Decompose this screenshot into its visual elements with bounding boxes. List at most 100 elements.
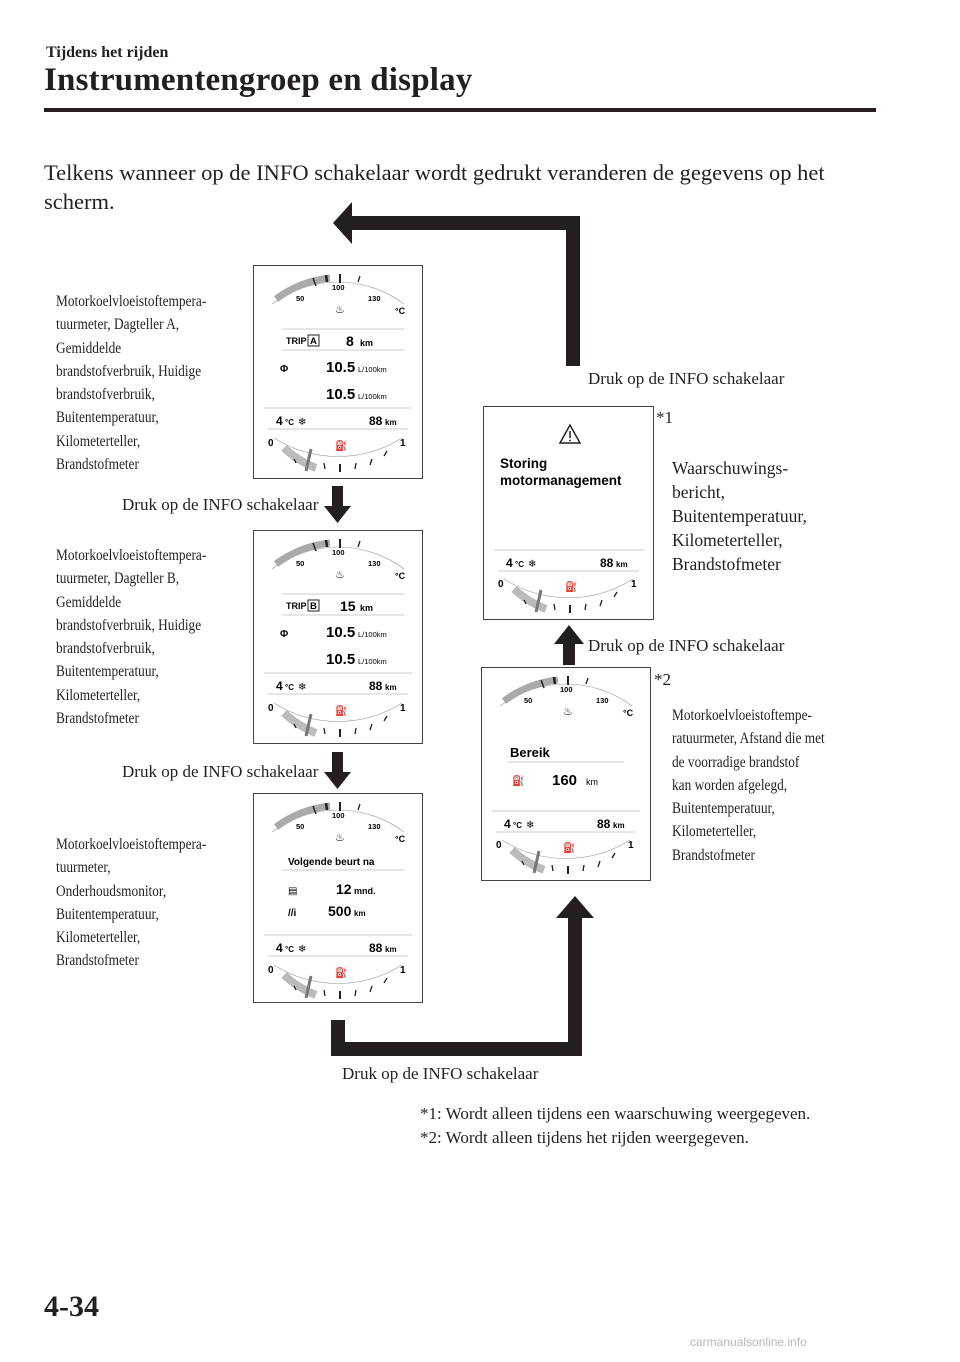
months-unit: mnd.	[354, 886, 376, 896]
desc-line: Motorkoelvloeistoftempera-	[56, 293, 207, 310]
desc-line: Kilometerteller,	[56, 432, 141, 450]
desc-line: Kilometerteller,	[672, 530, 783, 550]
fuel-pump-icon: ⛽	[565, 580, 577, 593]
fuel-empty: 0	[268, 965, 274, 976]
outside-temp-unit: °C	[285, 418, 294, 427]
fuel-pump-icon: ⛽	[512, 774, 524, 787]
desc-line: Waarschuwings-	[672, 458, 789, 478]
odometer-unit: km	[385, 945, 397, 954]
fuel-pump-icon: ⛽	[563, 841, 575, 854]
desc-line: brandstofverbruik, Huidige	[56, 362, 202, 380]
page-title: Instrumentengroep en display	[44, 62, 473, 98]
footnote-1: *1: Wordt alleen tijdens een waarschuwin…	[420, 1104, 811, 1123]
cur-value: 10.5	[326, 386, 355, 403]
press-label-bottom: Druk op de INFO schakelaar	[342, 1064, 539, 1083]
snow-icon: ❄	[298, 944, 306, 955]
desc-line: Brandstofmeter	[56, 710, 139, 728]
desc-line: Motorkoelvloeistoftempera-	[56, 547, 207, 564]
trip-letter: B	[310, 601, 317, 612]
display-range: 50 100 130 °C ♨ Bereik ⛽ 160 km 4 °C ❄ 8…	[481, 667, 651, 881]
fuel-gauge: 0 1 ⛽	[268, 437, 406, 472]
title-rule	[44, 108, 876, 112]
tick-100: 100	[332, 811, 345, 820]
fuel-gauge: 0 1 ⛽	[496, 839, 634, 874]
desc-line: kan worden afgelegd,	[672, 776, 788, 794]
desc-line: brandstofverbruik, Huidige	[56, 616, 202, 634]
snow-icon: ❄	[298, 682, 306, 693]
fuel-empty: 0	[268, 438, 274, 449]
desc-line: Kilometerteller,	[56, 686, 141, 704]
road-icon: //i	[288, 908, 297, 919]
odometer: 88	[369, 679, 383, 693]
fuel-empty: 0	[496, 840, 502, 851]
fuel-gauge: 0 1 ⛽	[268, 702, 406, 737]
tick-130: 130	[596, 696, 609, 705]
desc-line: Motorkoelvloeistoftempera-	[56, 836, 207, 853]
tick-130: 130	[368, 294, 381, 303]
desc-trip-b: Motorkoelvloeistoftempera-tuurmeter, Dag…	[56, 544, 206, 730]
fuel-pump-icon: ⛽	[335, 704, 347, 717]
odometer: 88	[597, 817, 611, 831]
avg-icon: Φ	[280, 364, 288, 375]
desc-line: tuurmeter, Dagteller A,	[56, 316, 180, 334]
arrow-r-w-shaft	[563, 642, 575, 665]
desc-line: Kilometerteller,	[672, 823, 757, 841]
fuel-empty: 0	[268, 703, 274, 714]
intro-text: Telkens wanneer op de INFO schakelaar wo…	[44, 160, 825, 214]
press-label-b-c: Druk op de INFO schakelaar	[122, 762, 319, 781]
trip-unit: km	[360, 603, 373, 613]
trip-label: TRIP	[286, 601, 307, 611]
coolant-icon: ♨	[335, 832, 345, 844]
odometer-unit: km	[616, 560, 628, 569]
fuel-pump-icon: ⛽	[335, 439, 347, 452]
desc-line: Buitentemperatuur,	[56, 409, 159, 427]
arrow-head-top	[333, 202, 352, 244]
range-value: 160	[552, 772, 577, 789]
snow-icon: ❄	[298, 417, 306, 428]
odometer: 88	[369, 941, 383, 955]
fuel-gauge: 0 1 ⛽	[268, 964, 406, 999]
desc-line: Kilometerteller,	[56, 929, 141, 947]
desc-line: Buitentemperatuur,	[56, 905, 159, 923]
display-trip-a: 50 100 130 °C ♨ TRIP A 8 km Φ 10.5 L/100…	[253, 265, 423, 479]
desc-warning: Waarschuwings-bericht,Buitentemperatuur,…	[672, 456, 807, 576]
avg-unit: L/100km	[358, 630, 387, 639]
coolant-unit: °C	[623, 708, 634, 718]
warning-icon	[558, 423, 582, 444]
fuel-pump-icon: ⛽	[335, 966, 347, 979]
coolant-icon: ♨	[563, 706, 573, 718]
watermark: carmanualsonline.info	[690, 1335, 807, 1349]
outside-temp-unit: °C	[515, 560, 524, 569]
display-service: 50 100 130 °C ♨ Volgende beurt na ▤ 12 m…	[253, 793, 423, 1003]
outside-temp: 4	[276, 941, 283, 955]
fuel-full: 1	[400, 438, 406, 449]
desc-line: Buitentemperatuur,	[672, 800, 775, 818]
outside-temp-unit: °C	[285, 683, 294, 692]
avg-icon: Φ	[280, 629, 288, 640]
tick-50: 50	[296, 822, 304, 831]
coolant-gauge: 50 100 130 °C ♨	[271, 274, 406, 316]
coolant-gauge: 50 100 130 °C ♨	[271, 802, 406, 844]
marker-2: *2	[654, 670, 671, 689]
desc-line: Brandstofmeter	[56, 456, 139, 474]
tick-50: 50	[296, 294, 304, 303]
odometer: 88	[600, 556, 614, 570]
press-label-a-b: Druk op de INFO schakelaar	[122, 495, 319, 514]
fuel-full: 1	[631, 579, 637, 590]
fuel-full: 1	[400, 703, 406, 714]
warning-line-2: motormanagement	[500, 473, 622, 488]
trip-value: 15	[340, 598, 356, 614]
cur-unit: L/100km	[358, 657, 387, 666]
snow-icon: ❄	[526, 820, 534, 831]
coolant-gauge: 50 100 130 °C ♨	[271, 539, 406, 581]
page-number: 4-34	[44, 1290, 99, 1323]
fuel-empty: 0	[498, 579, 504, 590]
desc-service: Motorkoelvloeistoftempera-tuurmeter,Onde…	[56, 833, 206, 973]
desc-line: Gemiddelde	[56, 339, 122, 357]
desc-line: bericht,	[672, 482, 725, 502]
desc-range: Motorkoelvloeistoftempe-ratuurmeter, Afs…	[672, 704, 825, 867]
tick-100: 100	[332, 283, 345, 292]
desc-line: Brandstofmeter	[672, 846, 755, 864]
coolant-icon: ♨	[335, 569, 345, 581]
